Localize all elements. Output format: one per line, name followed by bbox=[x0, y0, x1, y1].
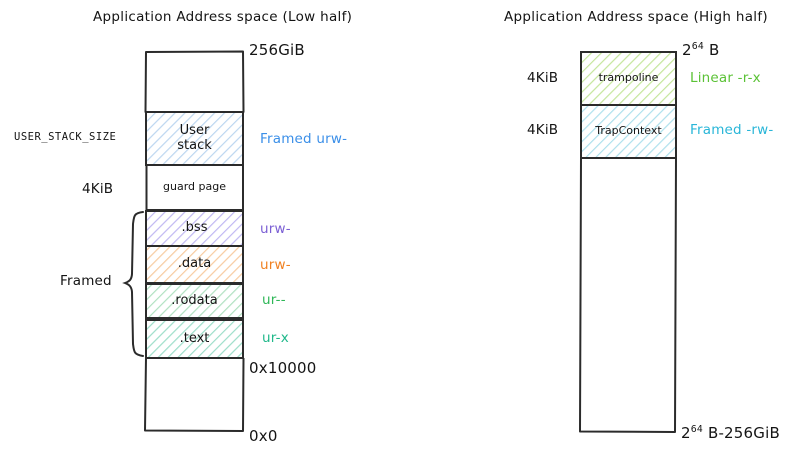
text-permission: ur-x bbox=[262, 330, 289, 346]
left-region-data bbox=[145, 245, 244, 284]
left-bottom-address: 0x0 bbox=[249, 427, 278, 445]
guard-page-size-label: 4KiB bbox=[82, 181, 114, 197]
right-bottom-address-suffix: B-256GiB bbox=[702, 424, 780, 442]
user-stack-permission: Framed urw- bbox=[260, 131, 348, 147]
right-bottom-address: 264 B-256GiB bbox=[681, 424, 780, 442]
framed-brace bbox=[122, 211, 144, 357]
right-top-address-suffix: B bbox=[703, 41, 720, 59]
rodata-permission: ur-- bbox=[262, 292, 286, 308]
right-title: Application Address space (High half) bbox=[504, 9, 768, 25]
trampoline-size-label: 4KiB bbox=[527, 70, 559, 86]
left-region-text bbox=[145, 319, 244, 359]
data-permission: urw- bbox=[260, 257, 291, 273]
right-bottom-address-base: 2 bbox=[681, 424, 691, 442]
left-mid-address: 0x10000 bbox=[249, 359, 317, 377]
left-region-bss bbox=[145, 210, 244, 247]
bss-permission: urw- bbox=[260, 221, 291, 237]
right-column-outline bbox=[579, 157, 677, 433]
right-top-address: 264 B bbox=[682, 41, 719, 59]
left-region-user-stack bbox=[145, 111, 244, 166]
right-top-address-exp: 64 bbox=[691, 41, 704, 52]
right-region-trampoline bbox=[580, 51, 677, 106]
left-region-guard-page bbox=[145, 164, 244, 211]
framed-brace-label: Framed bbox=[60, 273, 112, 289]
trap-context-permission: Framed -rw- bbox=[690, 122, 774, 138]
left-title: Application Address space (Low half) bbox=[93, 9, 353, 25]
left-region-rodata bbox=[145, 283, 244, 319]
right-bottom-address-exp: 64 bbox=[690, 424, 703, 435]
trap-context-size-label: 4KiB bbox=[527, 122, 559, 138]
trampoline-permission: Linear -r-x bbox=[690, 70, 761, 86]
user-stack-size-label: USER_STACK_SIZE bbox=[14, 131, 117, 143]
left-top-address: 256GiB bbox=[249, 41, 305, 59]
right-top-address-base: 2 bbox=[682, 41, 692, 59]
right-region-trap-context bbox=[580, 104, 677, 159]
